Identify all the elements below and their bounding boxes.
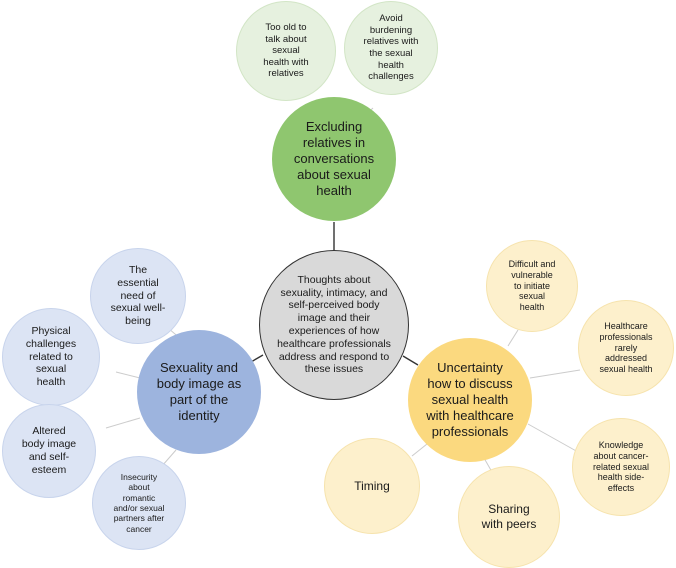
theme-uncertainty-node: Uncertainty how to discuss sexual health…	[408, 338, 532, 462]
subtheme-difficult-initiate-label: Difficult and vulnerable to initiate sex…	[508, 258, 556, 313]
connector-yellow-sub3	[527, 423, 579, 453]
connector-center-yellow	[402, 355, 419, 366]
subtheme-essential-need-label: The essential need of sexual well- being	[110, 264, 166, 328]
subtheme-timing-node: Timing	[324, 438, 420, 534]
subtheme-insecurity-partners-node: Insecurity about romantic and/or sexual …	[92, 456, 186, 550]
subtheme-knowledge-side-effects-label: Knowledge about cancer- related sexual h…	[592, 439, 650, 494]
subtheme-physical-challenges-node: Physical challenges related to sexual he…	[2, 308, 100, 406]
subtheme-too-old-label: Too old to talk about sexual health with…	[263, 22, 309, 80]
theme-excluding-relatives-node: Excluding relatives in conversations abo…	[272, 97, 396, 221]
subtheme-physical-challenges-label: Physical challenges related to sexual he…	[25, 325, 77, 389]
theme-excluding-relatives-label: Excluding relatives in conversations abo…	[293, 119, 375, 198]
subtheme-difficult-initiate-node: Difficult and vulnerable to initiate sex…	[486, 240, 578, 332]
center-topic-node: Thoughts about sexuality, intimacy, and …	[259, 250, 409, 400]
subtheme-too-old-node: Too old to talk about sexual health with…	[236, 1, 336, 101]
subtheme-essential-need-node: The essential need of sexual well- being	[90, 248, 186, 344]
connector-yellow-sub2	[529, 369, 581, 379]
subtheme-altered-body-image-node: Altered body image and self- esteem	[2, 404, 96, 498]
theme-sexuality-identity-node: Sexuality and body image as part of the …	[137, 330, 261, 454]
subtheme-altered-body-image-label: Altered body image and self- esteem	[21, 425, 77, 476]
connector-yellow-sub1	[507, 329, 519, 347]
subtheme-timing-label: Timing	[354, 478, 390, 493]
connector-blue-sub2	[115, 371, 141, 379]
subtheme-sharing-peers-label: Sharing with peers	[481, 502, 537, 531]
subtheme-avoid-burdening-label: Avoid burdening relatives with the sexua…	[363, 13, 419, 83]
subtheme-rarely-addressed-node: Healthcare professionals rarely addresse…	[578, 300, 674, 396]
center-topic-label: Thoughts about sexuality, intimacy, and …	[277, 273, 391, 376]
subtheme-avoid-burdening-node: Avoid burdening relatives with the sexua…	[344, 1, 438, 95]
subtheme-rarely-addressed-label: Healthcare professionals rarely addresse…	[599, 320, 653, 375]
subtheme-insecurity-partners-label: Insecurity about romantic and/or sexual …	[113, 471, 165, 534]
theme-uncertainty-label: Uncertainty how to discuss sexual health…	[426, 360, 514, 439]
connector-blue-sub3	[105, 417, 141, 429]
subtheme-knowledge-side-effects-node: Knowledge about cancer- related sexual h…	[572, 418, 670, 516]
theme-sexuality-identity-label: Sexuality and body image as part of the …	[156, 360, 242, 423]
subtheme-sharing-peers-node: Sharing with peers	[458, 466, 560, 568]
